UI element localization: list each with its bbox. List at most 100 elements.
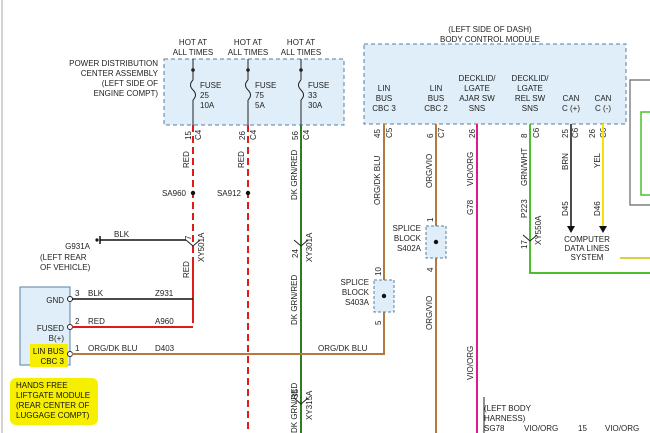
fuse-1-connector: C4 [194, 129, 203, 140]
bcm-pin2-number: 6 [426, 133, 435, 138]
bcm-title-line1: (LEFT SIDE OF DASH) [448, 25, 532, 34]
module-pin-lin-bus-name2: CBC 3 [40, 357, 64, 366]
bcm-pin1-connector: C5 [385, 127, 394, 138]
hot-at-all-times-1-line1: HOT AT [179, 38, 207, 47]
module-pin-fused-name: FUSED [37, 324, 64, 333]
bcm-pin5-label-line2: C (+) [562, 104, 580, 113]
wire-g78-label: G78 [466, 199, 475, 215]
wire-dk-grn-red-label-mid: DK GRN/RED [290, 275, 299, 325]
module-title-line4: LUGGAGE COMPT) [16, 411, 90, 420]
bcm-pin3-label-line3: AJAR SW [459, 94, 495, 103]
connector-xy501a-symbol [185, 239, 201, 247]
bcm-title-line2: BODY CONTROL MODULE [440, 35, 540, 44]
harness-label-line3: SG78 [484, 424, 505, 433]
wire-p223-label: P223 [520, 199, 529, 218]
module-pin-3-terminal [67, 296, 73, 302]
connector-xy501a-pin: 7 [184, 235, 193, 240]
module-title-line1: HANDS FREE [16, 381, 68, 390]
module-pin-fused-name2: B(+) [49, 334, 65, 343]
fuse-2-rating: 5A [255, 101, 265, 110]
module-pin-gnd-name: GND [46, 296, 64, 305]
module-pin-1-number: 1 [75, 344, 80, 353]
bcm-pin6-label-line1: CAN [595, 94, 612, 103]
computer-lines-line2: DATA LINES [564, 244, 609, 253]
splice-sa960-dot [190, 190, 196, 196]
fuse-1-number: 25 [200, 91, 209, 100]
module-title-line2: LIFTGATE MODULE [16, 391, 90, 400]
hot-at-all-times-3-line2: ALL TIMES [281, 48, 321, 57]
connector-xy501a-id: XY501A [197, 232, 206, 262]
splice-s403a-label-line3: S403A [345, 298, 370, 307]
pdc-label-line1: POWER DISTRIBUTION [69, 59, 158, 68]
bcm-pin3-number: 26 [468, 129, 477, 138]
bcm-pin1-number: 45 [373, 129, 382, 138]
fuse-3-pin: 56 [291, 131, 300, 140]
right-module-partial [629, 79, 650, 206]
bcm-pin3-label-line1: DECKLID/ [459, 74, 497, 83]
fuse-2-number: 75 [255, 91, 264, 100]
splice-s402a-label-line3: S402A [397, 244, 422, 253]
splice-s402a-pin1: 1 [426, 217, 435, 222]
bcm-pin1-label-line1: LIN [378, 84, 391, 93]
splice-sa960-label: SA960 [162, 189, 187, 198]
connector-xy315a-symbol [293, 397, 309, 405]
hot-at-all-times-1-line2: ALL TIMES [173, 48, 213, 57]
module-title-highlight [10, 378, 98, 425]
bcm-pin5-connector: C6 [571, 127, 580, 138]
fuse-1-symbol [190, 79, 196, 101]
connector-xy501a-wire: RED [182, 261, 191, 278]
bcm-pin2-label-line2: BUS [428, 94, 444, 103]
bcm-pin3-label-line2: LGATE [464, 84, 490, 93]
bcm-pin2-label-line3: CBC 2 [424, 104, 448, 113]
connector-xy301a-pin: 24 [291, 249, 300, 258]
splice-s402a-pin4: 4 [426, 267, 435, 272]
wire-grn-wht [529, 124, 650, 274]
wire-yel-label: YEL [593, 152, 602, 168]
can-minus-arrow-icon [599, 226, 607, 233]
pdc-label-line4: ENGINE COMPT) [94, 89, 159, 98]
splice-s402a-label-line2: BLOCK [394, 234, 422, 243]
wire-d46-label: D46 [593, 201, 602, 216]
module-pin-lin-bus-name: LIN BUS [33, 347, 64, 356]
connector-xy301a-id: XY301A [305, 232, 314, 262]
wire-dk-grn-red-label-bottom: DK GRN/RED [290, 383, 299, 433]
wire-brn-label: BRN [561, 153, 570, 170]
fuse-3-symbol [298, 79, 304, 101]
module-pin-3-number: 3 [75, 289, 80, 298]
fuse-3-rating: 30A [308, 101, 323, 110]
wire-z931-circuit: Z931 [155, 289, 174, 298]
ground-id: G931A [65, 242, 91, 251]
bcm-pin1-label-line3: CBC 3 [372, 104, 396, 113]
bcm-pin2-label-line1: LIN [430, 84, 443, 93]
wire-org-vio-label-top: ORG/VIO [425, 154, 434, 188]
bcm-pin4-connector: C6 [532, 127, 541, 138]
splice-sa912-label: SA912 [217, 189, 242, 198]
wire-org-dk-blu-bcm-label: ORG/DK BLU [373, 155, 382, 205]
can-plus-arrow-icon [567, 226, 575, 233]
connector-xy315a-pin: 35 [291, 389, 300, 398]
splice-sa912-dot [245, 190, 251, 196]
bcm-pin4-label-line3: REL SW [515, 94, 546, 103]
fuse-2-label: FUSE [255, 81, 276, 90]
bcm-pin4-label-line1: DECKLID/ [512, 74, 550, 83]
bcm-pin3-label-line4: SNS [469, 104, 485, 113]
pdc-label-line2: CENTER ASSEMBLY [81, 69, 159, 78]
splice-s402a-label-line1: SPLICE [393, 224, 421, 233]
splice-s403a-label-line2: BLOCK [342, 288, 370, 297]
module-pin-2-number: 2 [75, 317, 80, 326]
right-module-green-outline [640, 111, 650, 196]
bcm-box [363, 43, 627, 125]
wire-red-1-label: RED [182, 151, 191, 168]
lin-bus-highlight [30, 344, 68, 367]
bottom-pin-15: 15 [578, 424, 587, 433]
wire-org-vio-label-bottom: ORG/VIO [425, 296, 434, 330]
fuse-3-number: 33 [308, 91, 317, 100]
wire-dk-grn-red-label-top: DK GRN/RED [290, 150, 299, 200]
module-pin-2-terminal [67, 324, 73, 330]
wire-vio-org-label-bottom: VIO/ORG [466, 346, 475, 380]
bcm-pin5-number: 25 [561, 129, 570, 138]
hot-at-all-times-2-line2: ALL TIMES [228, 48, 268, 57]
connector-xy315a-id: XY315A [305, 390, 314, 420]
connector-xy550a-id: XY550A [534, 215, 543, 245]
